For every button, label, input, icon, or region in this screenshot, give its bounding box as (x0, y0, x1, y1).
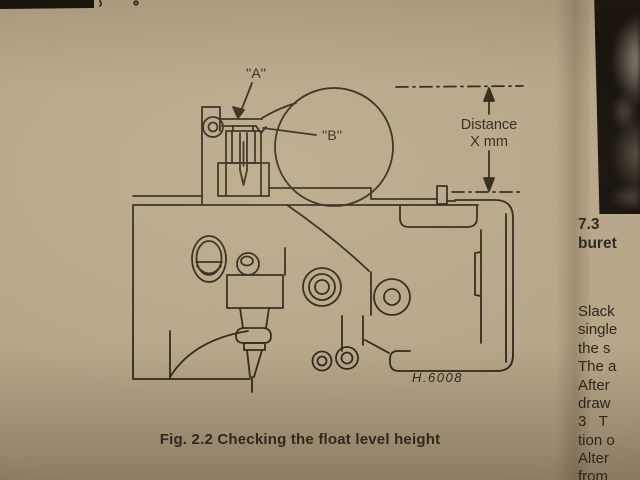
adjacent-text-line: single (578, 321, 618, 338)
label-a: ''A'' (232, 65, 266, 119)
inspection-window (191, 235, 227, 283)
adjacent-text-line: Slack (578, 303, 615, 320)
adjacent-text-line: The a (578, 358, 617, 375)
adjacent-text-line: draw (578, 395, 611, 412)
mounting-flange (389, 199, 514, 372)
pivot-bracket (201, 106, 224, 206)
drawing-number: H.6008 (412, 370, 463, 385)
adjacent-text-line: tion o (578, 432, 615, 449)
bolt-head (236, 252, 260, 276)
adjacent-text-line: After (578, 377, 610, 394)
adjacent-photo-caption-line: buret (578, 235, 617, 252)
adjacent-text-line: 3 T (578, 413, 608, 430)
adjacent-text-line: the s (578, 340, 611, 357)
datum-lines (395, 85, 524, 193)
adjacent-photo-fragment (594, 0, 640, 214)
fuel-inlet-spout (226, 274, 284, 393)
photo-blur-highlights (594, 0, 640, 214)
adjacent-photo-caption-line: 7.3 (578, 216, 600, 233)
float-arm (219, 102, 297, 134)
float-chamber-lid (132, 185, 479, 206)
dimension-label-line2: X mm (470, 134, 508, 150)
label-b-text: ''B'' (322, 127, 342, 143)
lid-boss (399, 204, 478, 228)
adjacent-text-line: from (578, 468, 608, 480)
dimension-label-line1: Distance (461, 117, 517, 133)
label-a-text: ''A'' (246, 65, 266, 81)
float-circle (274, 87, 394, 207)
screw-heads (302, 267, 411, 372)
photo-crop-black-bar (0, 0, 94, 9)
figure-caption: Fig. 2.2 Checking the float level height (159, 431, 441, 448)
needle-valve-assembly (217, 125, 270, 197)
page-top-artifacts (99, 0, 139, 7)
adjacent-text-line: Alter (578, 450, 609, 467)
dimension-annotation: Distance X mm (461, 87, 517, 192)
label-b: ''B'' (262, 127, 342, 143)
